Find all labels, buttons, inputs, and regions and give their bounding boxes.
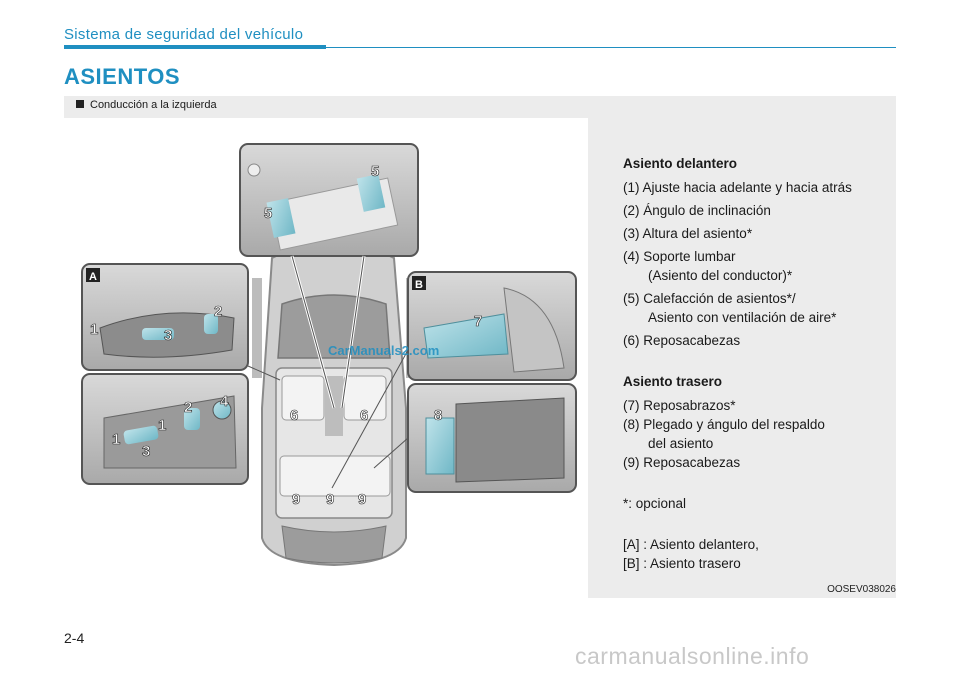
site-watermark: carmanualsonline.info bbox=[575, 643, 810, 669]
callout-5a: 5 bbox=[371, 163, 379, 180]
callout-9c: 9 bbox=[358, 491, 366, 508]
callout-3a: 3 bbox=[164, 327, 172, 344]
page-heading: ASIENTOS bbox=[64, 64, 181, 89]
callout-2a: 2 bbox=[214, 303, 222, 320]
seat-illustration: 5 5 A 1 2 3 1 1 2 4 3 B 7 bbox=[64, 118, 588, 598]
legend-item-7: (7) Reposabrazos* bbox=[623, 398, 736, 413]
callout-1c: 1 bbox=[158, 417, 166, 434]
legend-item-5: (5) Calefacción de asientos*/ bbox=[623, 291, 796, 306]
inset-b-upper: B 7 bbox=[407, 271, 577, 381]
rear-seat-heading: Asiento trasero bbox=[623, 374, 723, 389]
legend-item-6: (6) Reposacabezas bbox=[623, 333, 741, 348]
ab-note-1: [A] : Asiento delantero, bbox=[623, 537, 759, 552]
legend-item-8-cont: del asiento bbox=[648, 436, 714, 451]
inset-a-label: A bbox=[89, 271, 97, 283]
callout-6a: 6 bbox=[290, 407, 298, 424]
callout-9b: 9 bbox=[326, 491, 334, 508]
section-title: Sistema de seguridad del vehículo bbox=[64, 26, 304, 43]
front-seat-heading: Asiento delantero bbox=[623, 156, 738, 171]
ab-note-2: [B] : Asiento trasero bbox=[623, 556, 741, 571]
legend-item-3: (3) Altura del asiento* bbox=[623, 226, 753, 241]
callout-7: 7 bbox=[474, 313, 482, 330]
callout-1b: 1 bbox=[112, 431, 120, 448]
callout-1a: 1 bbox=[90, 321, 98, 338]
inset-b-lower: 8 bbox=[407, 383, 577, 493]
callout-6b: 6 bbox=[360, 407, 368, 424]
callout-3b: 3 bbox=[142, 443, 150, 460]
subhead-text: Conducción a la izquierda bbox=[90, 99, 217, 111]
figure-watermark: CarManuals2.com bbox=[328, 343, 440, 358]
figure-code: OOSEV038026 bbox=[827, 584, 896, 595]
callout-8: 8 bbox=[434, 407, 442, 424]
callout-2b: 2 bbox=[184, 399, 192, 416]
page-number: 2-4 bbox=[64, 630, 85, 646]
inset-a-lower: 1 1 2 4 3 bbox=[81, 373, 249, 485]
legend-item-5-cont: Asiento con ventilación de aire* bbox=[648, 310, 837, 325]
title-rule-thick bbox=[64, 45, 326, 49]
callout-9a: 9 bbox=[292, 491, 300, 508]
legend-item-1: (1) Ajuste hacia adelante y hacia atrás bbox=[623, 180, 852, 195]
callout-4: 4 bbox=[220, 393, 229, 410]
figure-subhead: Conducción a la izquierda bbox=[76, 99, 217, 111]
inset-b-label: B bbox=[415, 279, 423, 291]
bullet-square-icon bbox=[76, 100, 84, 108]
title-rule-thin bbox=[326, 47, 896, 48]
legend-item-4-cont: (Asiento del conductor)* bbox=[648, 268, 793, 283]
legend-item-8: (8) Plegado y ángulo del respaldo bbox=[623, 417, 825, 432]
callout-5b: 5 bbox=[264, 205, 272, 222]
inset-console: 5 5 bbox=[239, 143, 419, 257]
optional-note: *: opcional bbox=[623, 496, 687, 511]
legend-item-2: (2) Ángulo de inclinación bbox=[623, 203, 771, 218]
legend: Asiento delantero (1) Ajuste hacia adela… bbox=[623, 154, 895, 573]
legend-item-9: (9) Reposacabezas bbox=[623, 455, 741, 470]
inset-a-upper: A 1 2 3 bbox=[81, 263, 249, 371]
car-seat-diagram: 5 5 A 1 2 3 1 1 2 4 3 B 7 bbox=[81, 143, 577, 567]
legend-item-4: (4) Soporte lumbar bbox=[623, 249, 736, 264]
